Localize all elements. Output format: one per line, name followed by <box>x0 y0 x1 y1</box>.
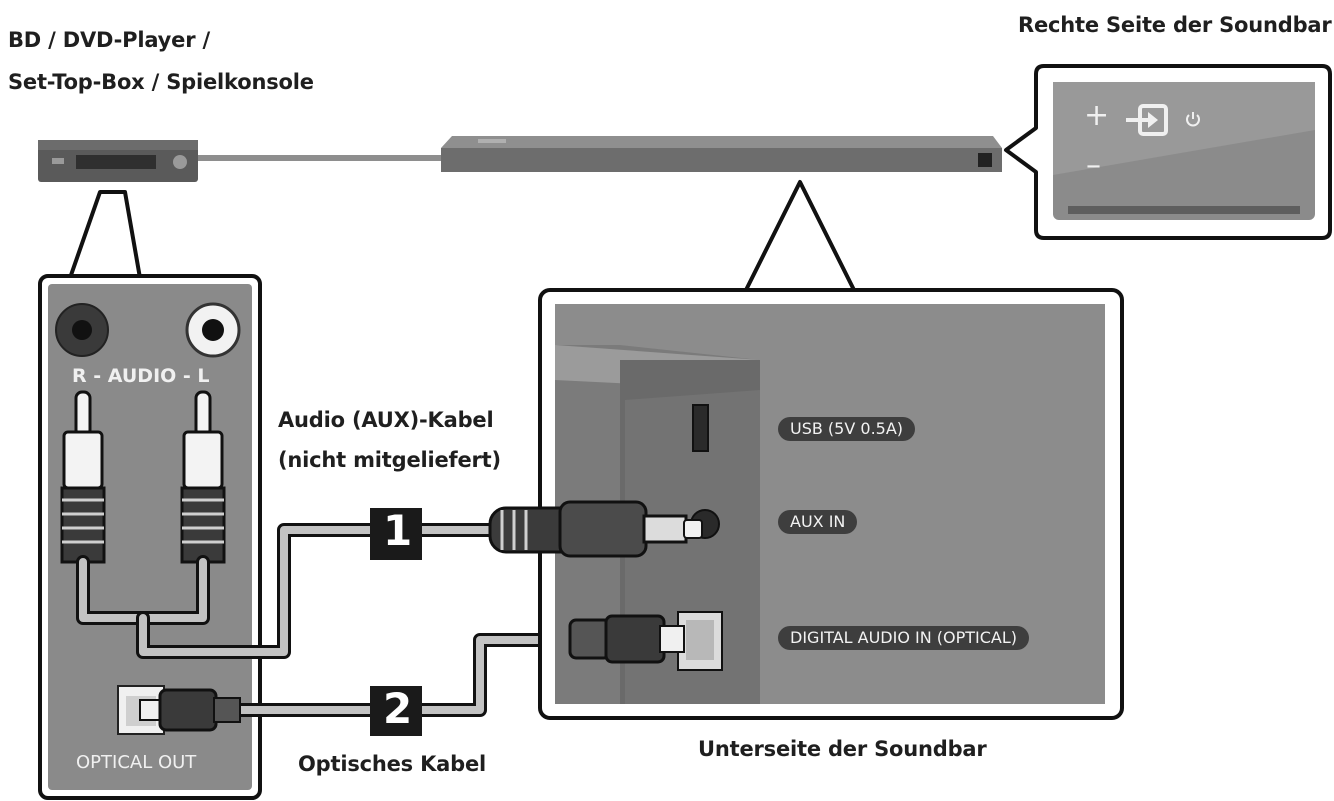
volume-up-button: + <box>1084 98 1110 133</box>
aux-cable-label-line1: Audio (AUX)-Kabel <box>278 408 494 432</box>
rca-plug-left <box>180 390 226 564</box>
source-device-label-line2: Set-Top-Box / Spielkonsole <box>8 70 314 94</box>
step-1-box <box>370 508 422 560</box>
aux-plug <box>488 500 703 558</box>
aux-cable <box>76 523 507 659</box>
power-icon <box>1186 112 1200 127</box>
device-link-cable <box>198 155 441 161</box>
step-1-number: 1 <box>383 506 413 555</box>
aux-cable-label-line2: (nicht mitgeliefert) <box>278 448 501 472</box>
optical-cable <box>233 633 587 717</box>
audio-jack-label: R - AUDIO - L <box>72 365 210 387</box>
usb-port <box>692 404 709 452</box>
side-button-area <box>978 153 992 167</box>
optical-out-label: OPTICAL OUT <box>76 752 197 773</box>
optical-plug-source <box>139 688 241 732</box>
usb-port-label: USB (5V 0.5A) <box>778 417 916 441</box>
aux-port-label: AUX IN <box>778 510 858 534</box>
volume-down-button: – <box>1086 148 1101 183</box>
step-2-box <box>370 686 422 736</box>
input-source-icon <box>1126 104 1168 136</box>
optical-port-label: DIGITAL AUDIO IN (OPTICAL) <box>778 626 1030 650</box>
rca-plug-right <box>60 390 106 564</box>
right-side-callout <box>1004 64 1332 240</box>
step-2-number: 2 <box>383 684 413 733</box>
brand-logo <box>478 139 506 143</box>
soundbar-bottom-label: Unterseite der Soundbar <box>698 737 987 761</box>
optical-cable-label: Optisches Kabel <box>298 752 486 776</box>
source-device <box>38 140 198 182</box>
soundbar <box>441 136 1002 172</box>
source-device-label-line1: BD / DVD-Player / <box>8 28 210 52</box>
optical-plug-soundbar <box>568 614 685 664</box>
right-side-label: Rechte Seite der Soundbar <box>1018 13 1332 37</box>
source-rear-panel <box>38 190 262 800</box>
